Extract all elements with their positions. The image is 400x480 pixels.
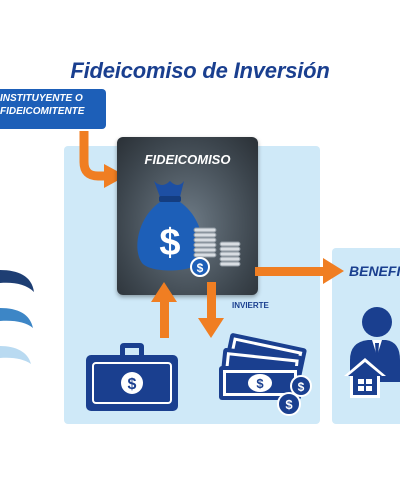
svg-text:$: $ bbox=[197, 261, 204, 275]
settlor-line-2: FIDEICOMITENTE bbox=[0, 106, 85, 117]
coin-stack-icon: $ bbox=[190, 227, 241, 277]
settlor-line-1: INSTITUYENTE O bbox=[0, 93, 83, 104]
svg-text:$: $ bbox=[285, 397, 293, 412]
settlor-box: INSTITUYENTE O FIDEICOMITENTE bbox=[0, 89, 106, 129]
svg-text:$: $ bbox=[128, 376, 137, 393]
svg-text:$: $ bbox=[298, 380, 305, 394]
beneficiary-label: BENEFI bbox=[349, 263, 400, 279]
trust-label: FIDEICOMISO bbox=[144, 152, 231, 167]
logo-swoosh-icon bbox=[0, 270, 34, 364]
invest-label: INVIERTE bbox=[232, 301, 269, 310]
svg-text:$: $ bbox=[256, 376, 264, 391]
money-bag-icon: $ bbox=[137, 181, 203, 271]
svg-text:$: $ bbox=[159, 222, 180, 264]
briefcase-icon: $ bbox=[86, 343, 178, 411]
diagram-title: Fideicomiso de Inversión bbox=[70, 58, 330, 83]
house-icon bbox=[344, 358, 386, 398]
banknotes-icon: $ $ $ bbox=[219, 333, 312, 416]
